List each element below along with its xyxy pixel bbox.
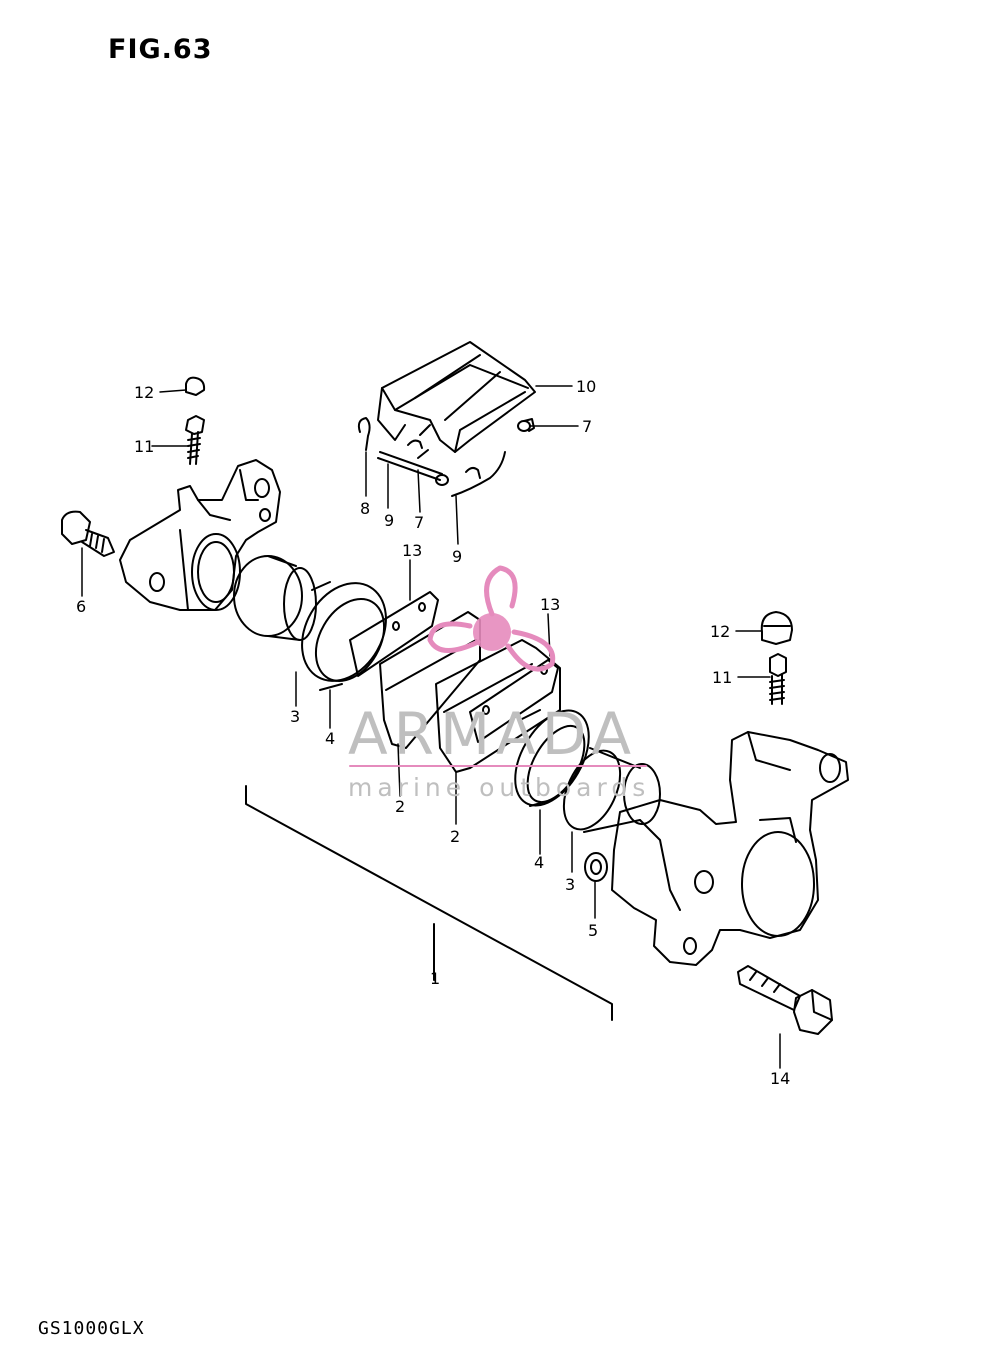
watermark: ARMADA marine outboards [348,565,650,802]
callout-numbers: 1 2 2 3 3 4 4 5 6 7 7 8 9 9 10 11 11 12 … [76,377,790,1088]
mounting-bolt-part-14 [737,965,833,1035]
callout-6: 6 [76,597,86,616]
callout-7: 7 [414,513,424,532]
callout-2: 2 [450,827,460,846]
callout-11: 11 [712,668,732,687]
assembly-bracket-part-1 [245,785,613,1021]
caliper-housing-left [119,459,281,611]
callout-10: 10 [576,377,596,396]
model-code: GS1000GLX [38,1318,145,1339]
callout-12: 12 [710,622,730,641]
callout-3: 3 [565,875,575,894]
callout-8: 8 [360,499,370,518]
watermark-brand: ARMADA [348,700,637,768]
callout-2: 2 [395,797,405,816]
bleeder-left-parts-11-12 [185,376,206,465]
callout-14: 14 [770,1069,790,1088]
piston-left-part-3 [233,555,317,641]
callout-13: 13 [402,541,422,560]
piston-seal-left-part-4 [301,581,387,691]
piston-right-part-3 [562,747,661,833]
leader-lines [81,385,781,1069]
caliper-housing-right [611,731,849,966]
callout-9: 9 [384,511,394,530]
piston-seal-right-part-4 [514,709,590,807]
figure-title: FIG.63 [108,34,213,65]
callout-5: 5 [588,921,598,940]
mounting-bolt-part-6 [61,510,115,557]
pad-cover-part-10 [377,341,536,453]
callout-4: 4 [534,853,544,872]
callout-13: 13 [540,595,560,614]
callout-4: 4 [325,729,335,748]
callout-11: 11 [134,437,154,456]
callout-12: 12 [134,383,154,402]
watermark-tagline: marine outboards [348,773,650,802]
propeller-logo-icon [427,565,556,672]
callout-9: 9 [452,547,462,566]
callout-7: 7 [582,417,592,436]
bleeder-right-parts-11-12 [760,611,793,705]
callout-3: 3 [290,707,300,726]
washer-part-5 [584,852,608,882]
callout-1: 1 [430,969,440,988]
